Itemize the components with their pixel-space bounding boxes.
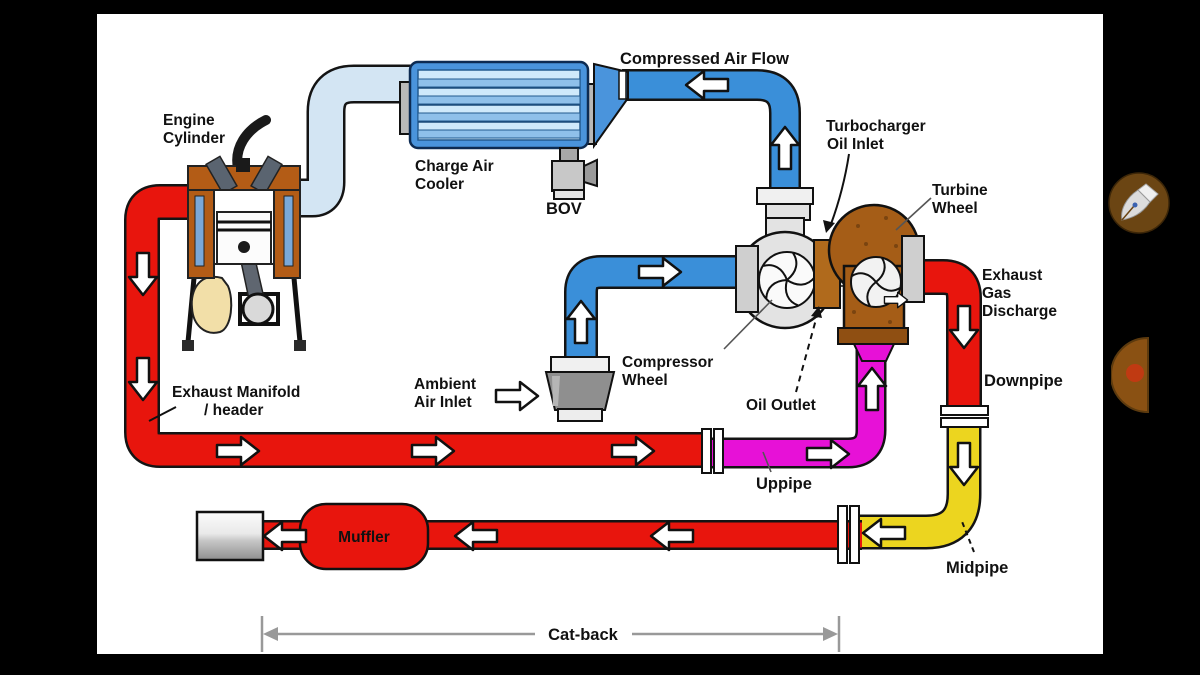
label-exhaust-gas-2: Gas (982, 285, 1011, 302)
label-turbo-oil-inlet-2: Oil Inlet (827, 136, 884, 153)
midpipe-pointer (960, 518, 975, 553)
compressor-wheel-pointer (723, 299, 773, 350)
label-ambient-air-1: Ambient (414, 376, 476, 393)
engine-cylinder-graphic (182, 115, 306, 351)
label-exhaust-manifold-1: Exhaust Manifold (172, 384, 300, 401)
pen-nib-icon (1108, 172, 1170, 234)
crank-web (190, 275, 233, 334)
piston (216, 211, 272, 265)
compressed-air-pipe (622, 71, 799, 196)
oil-inlet-pointer (830, 153, 850, 225)
ambient-air-inlet-arrow (494, 380, 540, 412)
dimension-arrow-right (823, 627, 838, 641)
oil-outlet-pointer (795, 311, 819, 393)
compressed-air-pipe-outline (622, 69, 801, 196)
turbine-exit-flange (901, 235, 925, 303)
air-filter-graphic (544, 356, 616, 422)
compressor-inlet-flange (735, 245, 759, 313)
label-muffler: Muffler (338, 529, 390, 546)
turbo-system-diagram: Engine Cylinder Charge Air Cooler BOV Co… (124, 50, 1063, 652)
exhaust-manifold-pointer (148, 406, 177, 422)
oil-outlet-arrowhead (811, 306, 822, 318)
crank-journal (241, 292, 275, 326)
downpipe-pipe (920, 261, 980, 412)
label-uppipe: Uppipe (756, 475, 812, 493)
coolant-jacket-left (194, 195, 205, 267)
label-exhaust-gas-3: Discharge (982, 303, 1057, 320)
label-engine-cylinder-1: Engine (163, 112, 215, 129)
midpipe-pipe (860, 424, 979, 547)
intake-pipe (566, 257, 742, 366)
coolant-jacket-right (283, 195, 294, 267)
label-engine-cylinder-2: Cylinder (163, 130, 225, 147)
pipe-flanges (701, 405, 989, 564)
cooler-core (417, 69, 581, 141)
label-compressor-wheel-2: Wheel (622, 372, 668, 389)
bov-graphic (551, 147, 598, 200)
label-oil-outlet: Oil Outlet (746, 397, 816, 414)
diagram-canvas: Engine Cylinder Charge Air Cooler BOV Co… (97, 14, 1103, 654)
exhaust-manifold-pipe (126, 186, 706, 466)
dimension-arrow-left (263, 627, 278, 641)
uppipe-pointer (762, 451, 772, 473)
label-bov: BOV (546, 200, 582, 218)
half-disc-dot-icon (1110, 336, 1149, 414)
compressor-outlet-coupler (756, 187, 814, 205)
label-downpipe: Downpipe (984, 372, 1063, 390)
label-turbine-wheel-1: Turbine (932, 182, 988, 199)
catback-dimension (260, 616, 841, 652)
engine-leg-right (291, 277, 303, 343)
pipe-coupling-tick (618, 70, 627, 100)
label-turbine-wheel-2: Wheel (932, 200, 978, 217)
turbine-wheel-pointer (895, 197, 932, 231)
wrist-pin (238, 241, 250, 253)
indicator-button[interactable] (1110, 335, 1151, 415)
engine-leg-left (185, 277, 197, 343)
turbine-speckle (852, 216, 898, 324)
label-exhaust-manifold-2: / header (204, 402, 263, 419)
turbine-outlet-collar (837, 327, 909, 345)
label-ambient-air-2: Air Inlet (414, 394, 472, 411)
label-turbo-oil-inlet-1: Turbocharger (826, 118, 926, 135)
label-cat-back: Cat-back (548, 626, 619, 644)
label-charge-air-cooler-2: Cooler (415, 176, 464, 193)
exhaust-tip-graphic (195, 510, 265, 562)
turbine-outlet-to-uppipe (852, 343, 896, 362)
label-compressor-wheel-1: Compressor (622, 354, 713, 371)
label-compressed-air-flow: Compressed Air Flow (620, 50, 789, 68)
pen-tool-button[interactable] (1108, 172, 1170, 234)
charge-pipe-cooler-to-engine (298, 67, 414, 215)
label-exhaust-gas-1: Exhaust (982, 267, 1042, 284)
label-charge-air-cooler-1: Charge Air (415, 158, 494, 175)
oil-inlet-arrowhead (823, 220, 835, 233)
label-midpipe: Midpipe (946, 559, 1008, 577)
charge-air-cooler-graphic (399, 60, 629, 150)
turbocharger-graphic (735, 187, 925, 362)
